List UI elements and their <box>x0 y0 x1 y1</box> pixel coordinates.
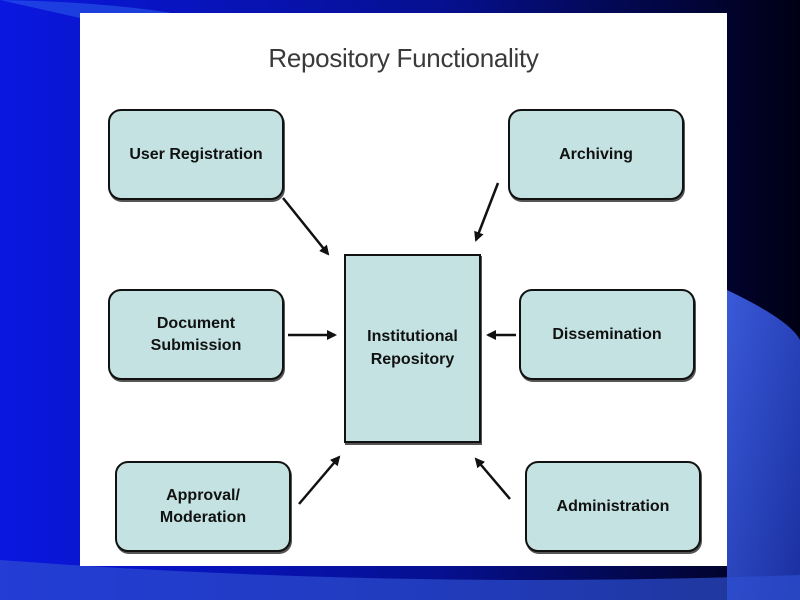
node-user-registration: User Registration <box>108 109 284 200</box>
arrow-user-registration <box>282 197 330 256</box>
arrow-administration <box>474 457 511 500</box>
diagram-title: Repository Functionality <box>268 43 539 73</box>
node-approval-moderation: Approval/ Moderation <box>115 461 291 552</box>
node-administration: Administration <box>525 461 701 552</box>
diagram-card: Repository Functionality Institutional R… <box>80 13 727 566</box>
node-dissemination: Dissemination <box>519 289 695 380</box>
node-institutional-repository: Institutional Repository <box>344 254 481 443</box>
arrow-archiving <box>474 182 500 242</box>
node-document-submission: Document Submission <box>108 289 284 380</box>
arrow-approval-moderation <box>298 455 341 505</box>
node-archiving: Archiving <box>508 109 684 200</box>
arrows-layer <box>282 182 516 505</box>
